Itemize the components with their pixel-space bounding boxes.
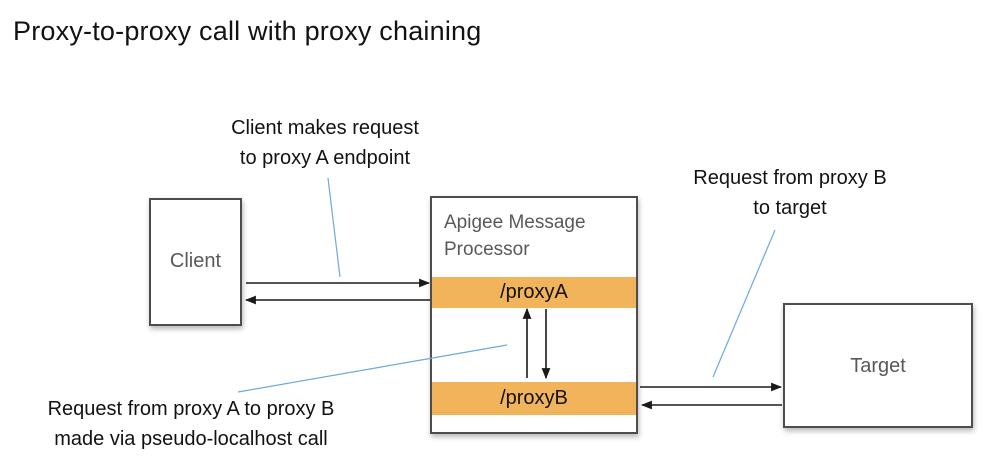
message-processor-box: Apigee Message Processor /proxyA /proxyB <box>430 196 638 434</box>
annotation-line: to proxy A endpoint <box>239 147 411 169</box>
annotation-target-request: Request from proxy B to target <box>655 163 925 223</box>
annotation-line: Request from proxy B <box>693 167 887 189</box>
proxy-a-label: /proxyA <box>500 281 568 303</box>
target-box-label: Target <box>850 355 906 377</box>
annotation-line: to target <box>753 197 827 219</box>
annotation-chain-request: Request from proxy A to proxy B made via… <box>10 394 372 454</box>
annotation-line: Request from proxy A to proxy B <box>47 398 335 420</box>
message-processor-title: Apigee Message Processor <box>444 212 586 260</box>
client-box-label: Client <box>169 250 222 272</box>
leader-line-target-annotation <box>712 229 776 378</box>
target-box: Target <box>783 303 973 428</box>
annotation-line: Client makes request <box>231 117 419 139</box>
client-box: Client <box>149 198 242 326</box>
page-title: Proxy-to-proxy call with proxy chaining <box>13 16 482 46</box>
leader-line-client-annotation <box>327 177 341 278</box>
proxy-a-bar: /proxyA <box>432 277 636 308</box>
annotation-client-request: Client makes request to proxy A endpoint <box>175 113 475 173</box>
proxy-b-bar: /proxyB <box>432 382 636 415</box>
annotation-line: made via pseudo-localhost call <box>54 428 328 450</box>
proxy-b-label: /proxyB <box>500 387 568 409</box>
